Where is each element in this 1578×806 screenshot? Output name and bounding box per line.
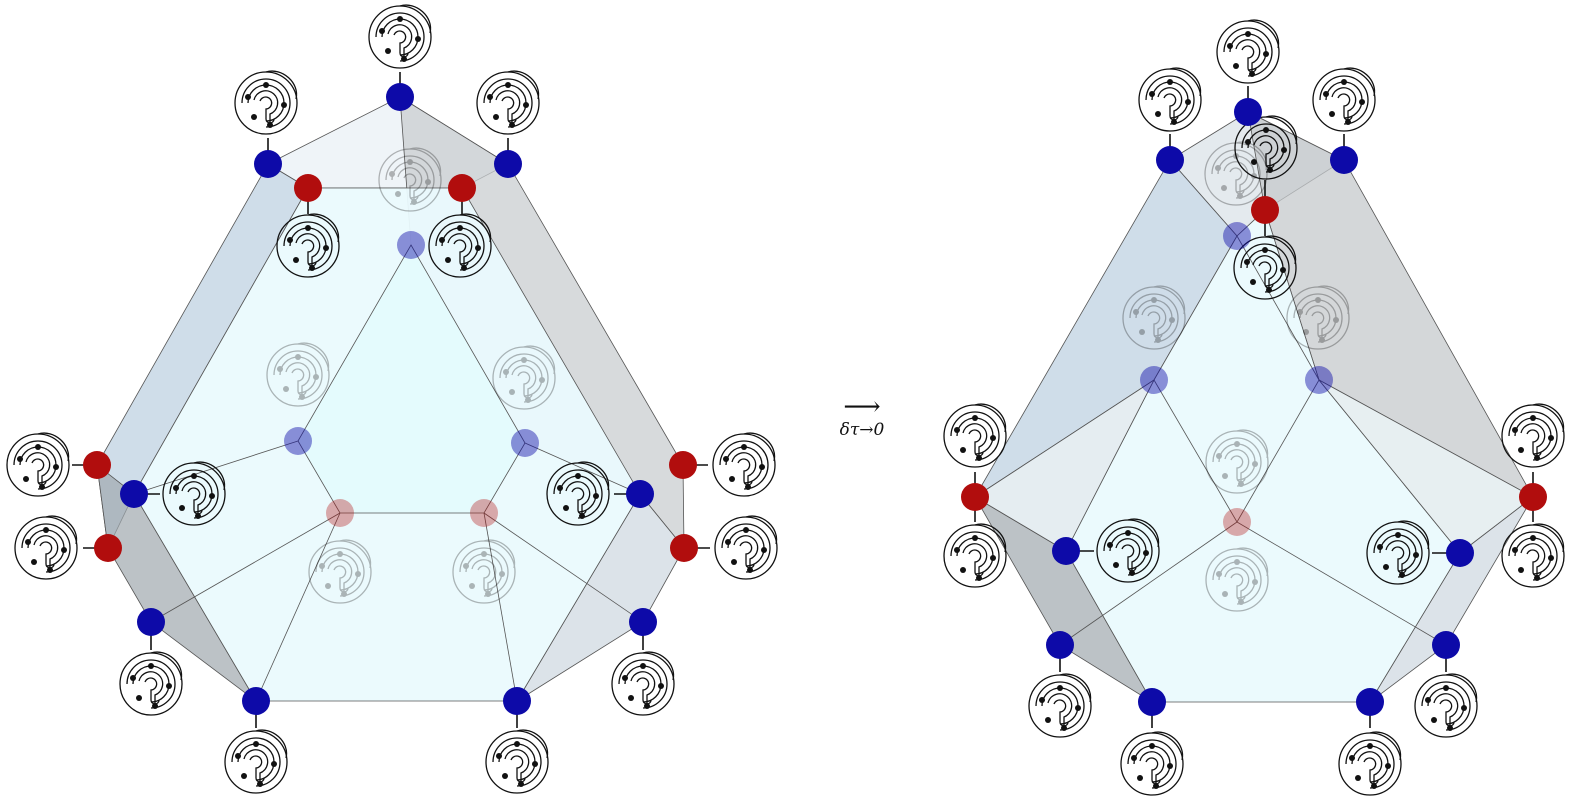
blue-vertex bbox=[511, 429, 539, 457]
right-face-left-wing bbox=[974, 378, 1156, 552]
blue-vertex bbox=[1156, 146, 1184, 174]
arc-diagram-glyph-icon bbox=[485, 729, 549, 794]
left-vertices bbox=[83, 83, 698, 715]
blue-vertex bbox=[1330, 146, 1358, 174]
arc-diagram-glyph-icon bbox=[1501, 403, 1565, 468]
arc-diagram-glyph-icon bbox=[1138, 67, 1202, 132]
right-vertices bbox=[961, 98, 1547, 716]
left-edge bbox=[150, 512, 341, 623]
arc-diagram-glyph-icon bbox=[1414, 673, 1478, 738]
left-edge bbox=[483, 512, 644, 623]
blue-vertex bbox=[1305, 366, 1333, 394]
red-vertex bbox=[670, 534, 698, 562]
arc-diagram-glyph-icon bbox=[714, 515, 778, 580]
arc-diagram-glyph-icon bbox=[611, 651, 675, 716]
blue-vertex bbox=[1234, 98, 1262, 126]
left-edge bbox=[483, 512, 518, 702]
arc-diagram-glyph-icon bbox=[476, 70, 540, 135]
arrow-icon: ⟶ bbox=[843, 392, 881, 422]
blue-vertex bbox=[494, 150, 522, 178]
red-vertex bbox=[961, 483, 989, 511]
blue-vertex bbox=[242, 687, 270, 715]
blue-vertex bbox=[254, 150, 282, 178]
blue-vertex bbox=[1446, 539, 1474, 567]
red-vertex bbox=[1251, 196, 1279, 224]
right-edge bbox=[1236, 379, 1320, 523]
blue-vertex bbox=[1223, 222, 1251, 250]
red-vertex bbox=[326, 499, 354, 527]
arc-diagram-glyph-icon bbox=[234, 70, 298, 135]
right-edge bbox=[1236, 235, 1320, 381]
blue-vertex bbox=[120, 480, 148, 508]
right-edge bbox=[1236, 521, 1447, 646]
red-vertex bbox=[83, 451, 111, 479]
red-vertex bbox=[669, 451, 697, 479]
arc-diagram-glyph-icon bbox=[943, 523, 1007, 588]
blue-vertex bbox=[626, 480, 654, 508]
arc-diagram-glyph-icon bbox=[712, 432, 776, 497]
blue-vertex bbox=[629, 608, 657, 636]
limit-label: δτ→0 bbox=[839, 420, 885, 440]
blue-vertex bbox=[397, 231, 425, 259]
arc-diagram-glyph-icon bbox=[943, 403, 1007, 468]
blue-vertex bbox=[1052, 537, 1080, 565]
arc-diagram-glyph-icon bbox=[224, 729, 288, 794]
blue-vertex bbox=[1140, 366, 1168, 394]
blue-vertex bbox=[386, 83, 414, 111]
red-vertex bbox=[294, 174, 322, 202]
blue-vertex bbox=[503, 687, 531, 715]
right-edge bbox=[1059, 521, 1238, 646]
blue-vertex bbox=[1138, 688, 1166, 716]
right-edge bbox=[1153, 379, 1238, 523]
red-vertex bbox=[470, 499, 498, 527]
blue-vertex bbox=[137, 608, 165, 636]
left-face-inner bbox=[297, 244, 526, 514]
arc-diagram-glyph-icon bbox=[14, 515, 78, 580]
arc-diagram-glyph-icon bbox=[1312, 67, 1376, 132]
arc-diagram-glyph-icon bbox=[1120, 731, 1184, 796]
right-face-right-wing bbox=[1318, 379, 1534, 554]
arc-diagram-glyph-icon bbox=[368, 4, 432, 69]
arc-diagram-glyph-icon bbox=[1338, 731, 1402, 796]
left-faces bbox=[96, 96, 685, 702]
red-vertex bbox=[448, 174, 476, 202]
blue-vertex bbox=[284, 427, 312, 455]
left-polytope bbox=[6, 4, 778, 794]
red-vertex bbox=[94, 534, 122, 562]
arc-diagram-glyph-icon bbox=[6, 432, 70, 497]
blue-vertex bbox=[1046, 631, 1074, 659]
arc-diagram-glyph-icon bbox=[1216, 19, 1280, 84]
limit-arrow: ⟶ δτ→0 bbox=[822, 394, 902, 439]
left-edge bbox=[524, 442, 641, 495]
blue-vertex bbox=[1432, 631, 1460, 659]
arc-diagram-glyph-icon bbox=[1501, 523, 1565, 588]
arc-diagram-glyph-icon bbox=[119, 651, 183, 716]
right-polytope bbox=[943, 19, 1565, 796]
arc-diagram-glyph-icon bbox=[1028, 673, 1092, 738]
red-vertex bbox=[1519, 483, 1547, 511]
right-faces bbox=[973, 111, 1535, 703]
blue-vertex bbox=[1356, 688, 1384, 716]
red-vertex bbox=[1223, 508, 1251, 536]
